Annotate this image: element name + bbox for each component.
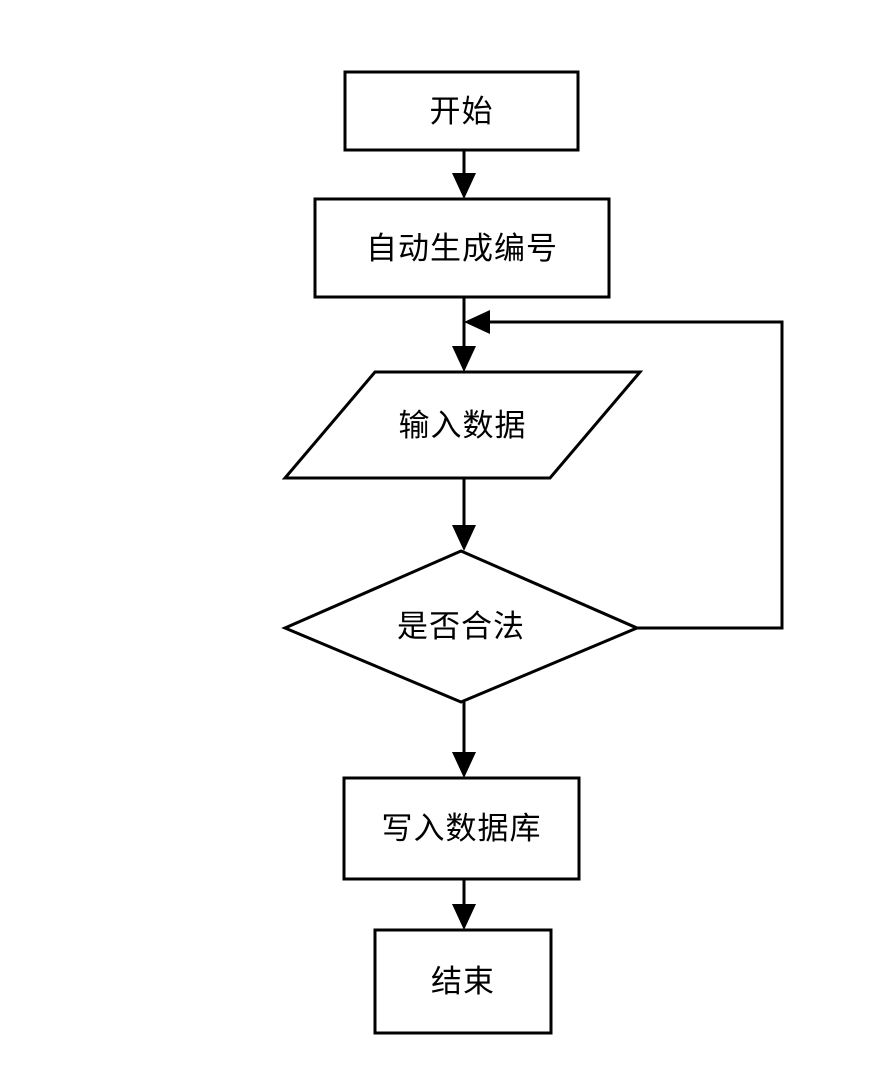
edge-write-db-to-end (452, 879, 476, 930)
edge-start-to-auto-number (452, 150, 476, 199)
edge-feedback-loop (464, 310, 784, 630)
edge-input-data-to-is-valid (452, 478, 476, 551)
edge-is-valid-to-write-db (452, 702, 476, 778)
node-auto-number-shape[interactable] (313, 197, 611, 299)
node-input-data-shape[interactable] (281, 370, 644, 480)
edge-auto-number-to-input-data (452, 297, 476, 372)
node-end-shape[interactable] (373, 928, 553, 1035)
node-start-shape[interactable] (343, 70, 580, 152)
node-is-valid-shape[interactable] (281, 549, 641, 704)
node-write-db-shape[interactable] (342, 776, 581, 881)
